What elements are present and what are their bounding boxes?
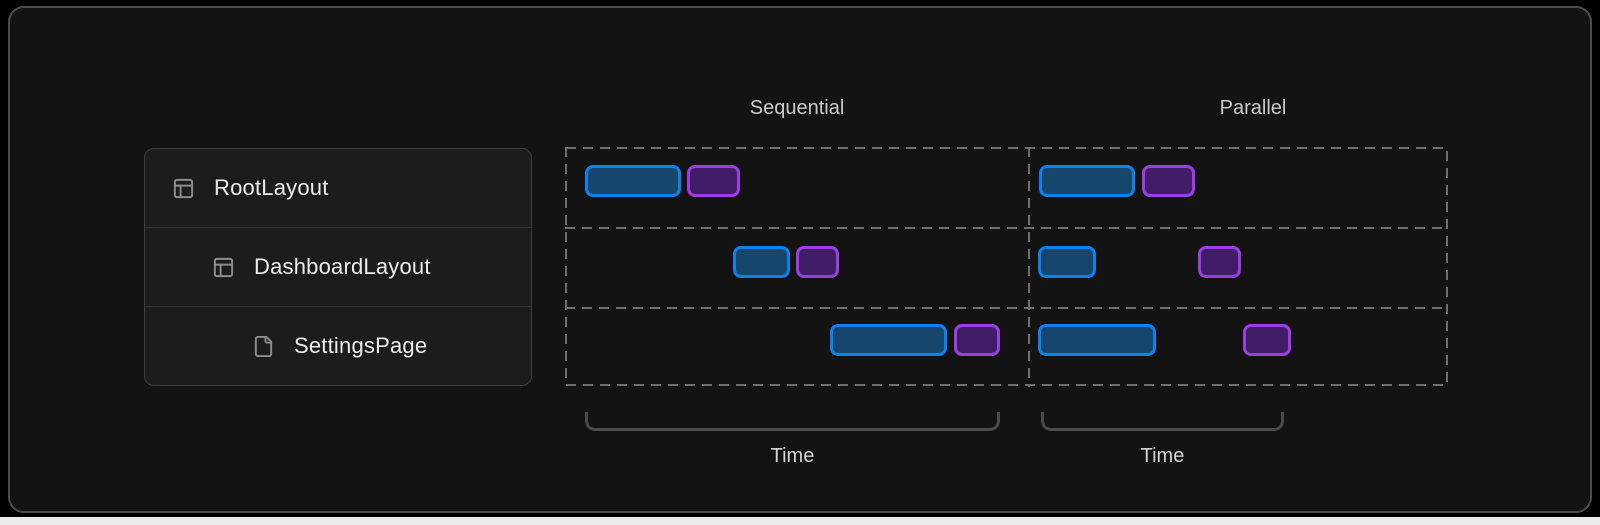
diagram-card: RootLayout DashboardLayout SettingsPage xyxy=(8,6,1592,513)
parallel-time-bracket xyxy=(1041,412,1284,431)
component-tree-panel: RootLayout DashboardLayout SettingsPage xyxy=(144,148,532,386)
tree-item-label: RootLayout xyxy=(214,175,329,200)
parallel-time-label: Time xyxy=(1140,445,1185,467)
sequential-time-label: Time xyxy=(770,445,815,467)
tree-item-label: SettingsPage xyxy=(294,333,428,358)
parallel-rootlayout-purple-bar xyxy=(1142,165,1195,197)
layout-icon xyxy=(212,256,235,279)
parallel-settingspage-blue-bar xyxy=(1038,324,1156,356)
tree-item-dashboardlayout: DashboardLayout xyxy=(145,227,531,306)
sequential-dashboardlayout-blue-bar xyxy=(733,246,790,278)
sequential-rootlayout-purple-bar xyxy=(687,165,740,197)
sequential-time-bracket xyxy=(585,412,1000,431)
tree-item-label: DashboardLayout xyxy=(254,254,431,279)
sequential-dashboardlayout-purple-bar xyxy=(796,246,839,278)
tree-item-rootlayout: RootLayout xyxy=(145,149,531,227)
parallel-settingspage-purple-bar xyxy=(1243,324,1291,356)
sequential-settingspage-purple-bar xyxy=(954,324,1000,356)
page-edge-strip xyxy=(0,517,1600,525)
sequential-rootlayout-blue-bar xyxy=(585,165,681,197)
parallel-dashboardlayout-blue-bar xyxy=(1038,246,1096,278)
file-icon xyxy=(252,335,275,358)
parallel-rootlayout-blue-bar xyxy=(1039,165,1135,197)
sequential-header: Sequential xyxy=(749,97,845,119)
sequential-settingspage-blue-bar xyxy=(830,324,947,356)
layout-icon xyxy=(172,177,195,200)
parallel-dashboardlayout-purple-bar xyxy=(1198,246,1241,278)
timeline-grid xyxy=(565,147,1449,387)
tree-item-settingspage: SettingsPage xyxy=(145,306,531,385)
parallel-header: Parallel xyxy=(1219,97,1287,119)
